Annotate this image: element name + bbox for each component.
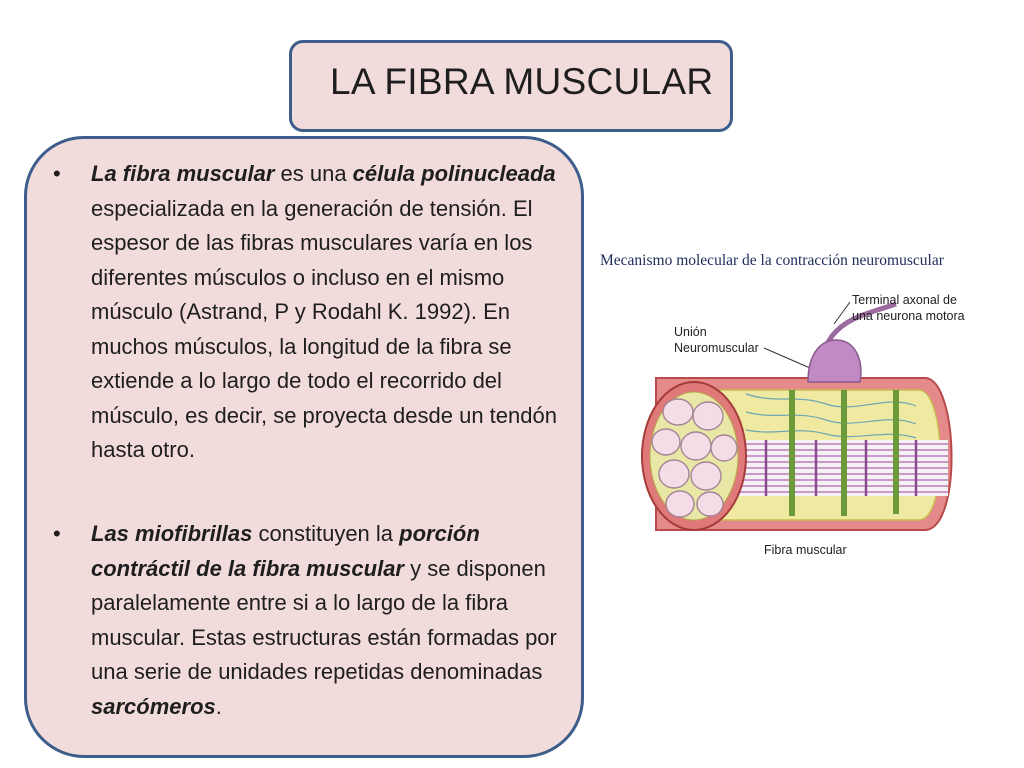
label-fibra-muscular: Fibra muscular [764, 543, 847, 557]
myofibril-cross-sections [651, 398, 738, 518]
content-box: • La fibra muscular es una célula polinu… [24, 136, 584, 758]
bullet-marker: • [53, 161, 61, 186]
bullet-marker: • [53, 521, 61, 546]
label-line: Terminal axonal de [852, 293, 957, 307]
label-line: una neurona motora [852, 309, 965, 323]
bullet-text-part: es una [274, 161, 353, 186]
bullet-item-fibra: • La fibra muscular es una célula polinu… [53, 157, 569, 468]
page-title: LA FIBRA MUSCULAR [330, 61, 714, 102]
label-line: Unión [674, 325, 707, 339]
title-box: LA FIBRA MUSCULAR [289, 40, 733, 132]
muscle-fiber-illustration [641, 301, 953, 531]
bullet-item-miofibrillas: • Las miofibrillas constituyen la porció… [53, 517, 569, 724]
label-union-neuromuscular: Unión Neuromuscular [674, 324, 759, 356]
label-line: Neuromuscular [674, 341, 759, 355]
bullet-text-part: sarcómeros [91, 693, 216, 719]
bullet-text-part: y se disponen paralelamente entre si a l… [91, 555, 557, 685]
label-terminal-axonal: Terminal axonal de una neurona motora [852, 292, 965, 324]
diagram-title: Mecanismo molecular de la contracción ne… [600, 252, 944, 269]
bullet-text-part: porción contráctil de la fibra muscular [91, 521, 480, 581]
bullet-text-part: constituyen la [252, 521, 400, 546]
myofibril-stripes [726, 440, 948, 496]
t-tubules [789, 390, 899, 516]
bullet-text-part: Las miofibrillas [91, 521, 253, 546]
bullet-text-part: especializada en la generación de tensió… [91, 195, 557, 463]
leader-line-union [763, 347, 811, 369]
leader-line-terminal [833, 301, 851, 325]
axon-terminal [807, 339, 862, 383]
bullet-text-part: . [215, 693, 222, 719]
bullet-text-part: La fibra muscular [91, 161, 275, 186]
sarcoplasmic-reticulum [745, 393, 917, 439]
muscle-fiber-diagram: Mecanismo molecular de la contracción ne… [596, 244, 996, 564]
bullet-text-part: célula polinucleada [352, 161, 556, 186]
